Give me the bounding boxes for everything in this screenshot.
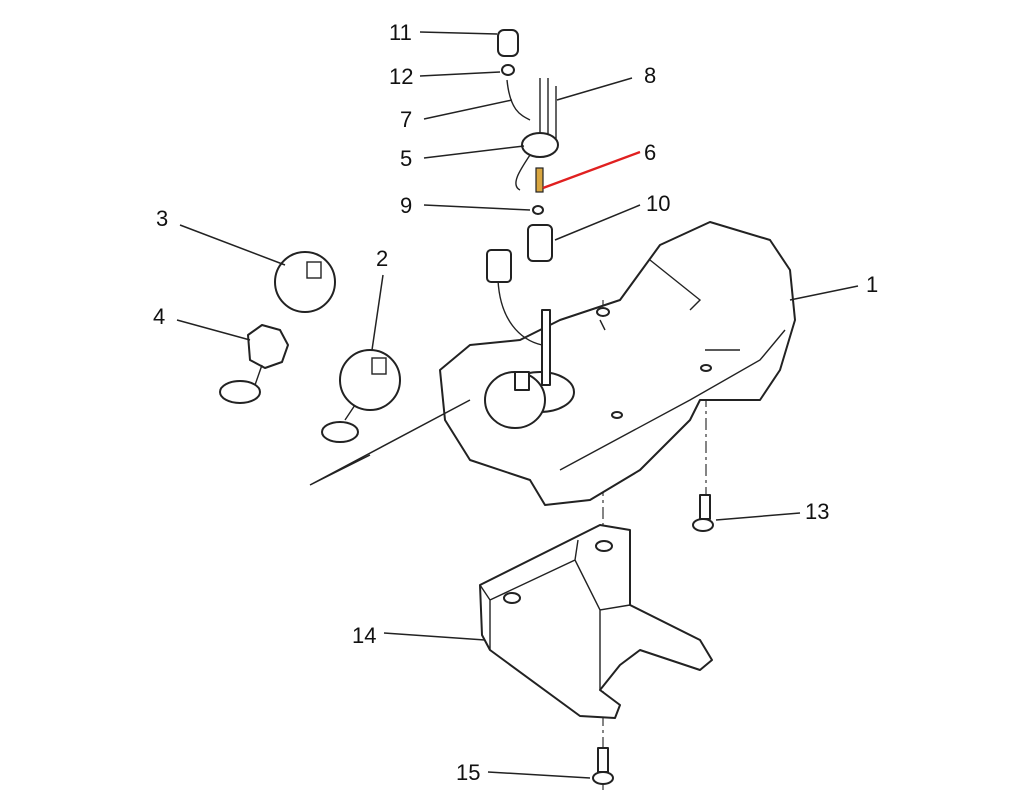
tank-bracket [479,524,713,719]
callout-5: 5 [400,146,412,171]
callout-9: 9 [400,193,412,218]
callout-7: 7 [400,107,412,132]
fuel-cap-3 [274,251,336,313]
callout-11: 11 [389,20,412,45]
callout-12: 12 [389,64,413,89]
bolt-13 [692,494,714,532]
installed-fuel-cap [484,371,546,429]
bolt-15 [592,747,614,785]
callout-3: 3 [156,206,168,231]
callout-1: 1 [866,272,878,297]
callout-10: 10 [646,191,670,216]
callout-6: 6 [644,140,656,165]
callout-14: 14 [352,623,376,648]
callout-15: 15 [456,760,480,785]
callout-2: 2 [376,246,388,271]
fuel-pickup-assembly [486,29,559,386]
strainer-4 [219,324,289,404]
callout-13: 13 [805,499,829,524]
callout-8: 8 [644,63,656,88]
fuel-cap-2 [321,349,401,443]
highlighted-part-6 [535,167,544,193]
callout-4: 4 [153,304,165,329]
highlight-leader-6 [542,150,641,190]
